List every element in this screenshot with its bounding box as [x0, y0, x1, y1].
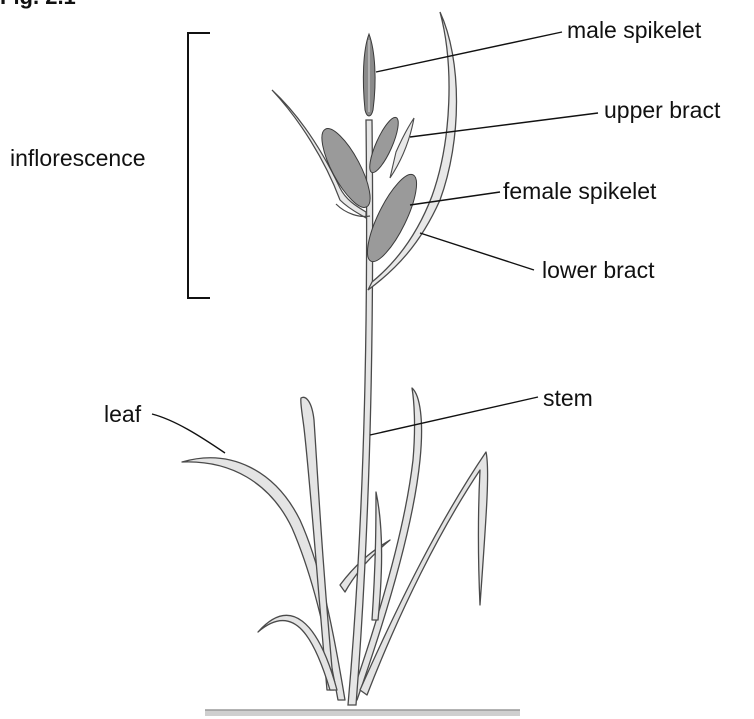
label-leaf: leaf: [104, 403, 141, 426]
leader-lower-bract: [420, 233, 534, 270]
leader-male-spikelet: [376, 32, 562, 72]
leader-upper-bract: [410, 113, 598, 137]
label-inflorescence: inflorescence: [10, 147, 146, 170]
label-stem: stem: [543, 387, 593, 410]
inflorescence-bracket: [188, 33, 210, 298]
leader-stem: [370, 397, 538, 435]
label-male-spikelet: male spikelet: [567, 19, 701, 42]
leaves: [182, 388, 488, 700]
leader-leaf: [152, 414, 225, 453]
ground: [205, 710, 520, 716]
label-female-spikelet: female spikelet: [503, 180, 656, 203]
male-spikelet: [363, 34, 375, 116]
label-lower-bract: lower bract: [542, 259, 654, 282]
leaf-short-right: [372, 492, 382, 620]
label-upper-bract: upper bract: [604, 99, 720, 122]
leader-female-spikelet: [410, 192, 500, 205]
